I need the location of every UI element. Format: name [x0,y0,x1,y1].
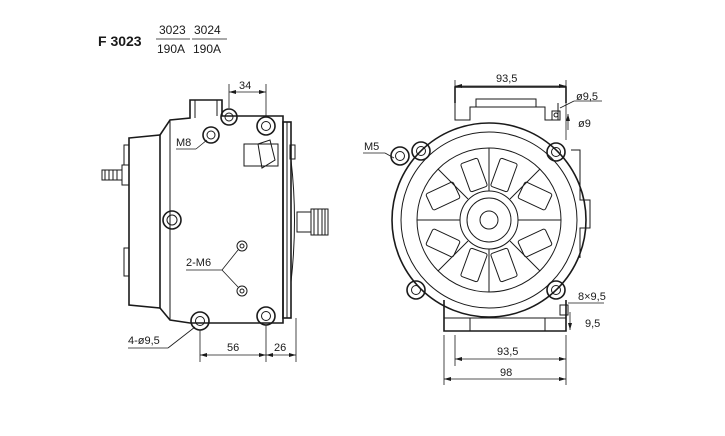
ear-bottom-left [406,280,426,300]
model-number: F 3023 [98,33,142,49]
dim-overall-width-label: 98 [500,367,512,379]
rear-housing-cap [128,134,161,309]
side-view: 34 M8 2-M6 4-ø9,5 56 26 [101,80,329,362]
dim-56: 56 [199,325,267,362]
slot-size-label: 8×9,5 [578,291,606,303]
fan-inner-ring [459,190,519,250]
ear-bottom-right [546,280,566,300]
terminal-stud [101,164,130,186]
ear-top-left [390,141,431,166]
thread-m8-label: M8 [176,137,191,149]
regulator-bracket [243,139,296,169]
vent-slots [425,157,553,283]
thread-m5-label: M5 [364,141,379,153]
ear-top-right [546,142,566,162]
slot-depth-label: 9,5 [585,318,600,330]
fan-spokes [417,148,561,292]
holes-label: 4-ø9,5 [128,335,160,347]
variant-rating-2: 190A [193,42,221,56]
vent-slot [490,157,518,193]
vent-slot [460,247,488,283]
vent-slot [490,247,518,283]
thread-m6-label: 2-M6 [186,257,211,269]
hole-upper-label: ø9,5 [576,91,598,103]
m8-thread-boss [202,126,220,144]
main-housing [159,99,284,324]
mounting-lug-bottom-left [190,311,210,331]
vent-slot [517,228,553,258]
dim-bottom-93-5: 93,5 [454,335,567,366]
regulator-plate [571,149,591,258]
hole-slot-label: ø9 [578,118,591,130]
mounting-lug-top-right [256,116,276,136]
m6-boss-lower [236,285,248,297]
dim-26-label: 26 [274,342,286,354]
front-view: M5 93,5 ø9,5 ø9 8×9,5 9,5 [363,73,606,385]
vent-slot [425,228,461,258]
hub-ring [466,197,512,243]
title-block: F 3023 3023 190A 3024 190A [98,23,227,56]
top-bracket [454,86,567,140]
vent-slot [460,157,488,193]
mounting-lug-top-left [220,108,238,126]
pulley-shaft [296,208,329,236]
shaft-end [479,210,499,230]
bottom-bracket [443,300,569,332]
dim-top-93-5: 93,5 [454,73,567,88]
variant-code-2: 3024 [194,23,221,37]
side-boss [162,210,182,230]
housing-outer-ring [391,122,587,318]
vent-slot [425,181,461,211]
dim-overall-98: 98 [443,335,567,385]
m6-boss-upper [236,240,248,252]
vent-slot [517,181,553,211]
dim-34: 34 [228,80,267,116]
variant-code-1: 3023 [159,23,186,37]
dim-bottom-width-label: 93,5 [497,346,518,358]
dim-56-label: 56 [227,342,239,354]
dim-26: 26 [266,318,297,362]
variant-rating-1: 190A [157,42,185,56]
housing-inner-ring [400,131,578,309]
dim-34-label: 34 [239,80,251,92]
dim-top-width-label: 93,5 [496,73,517,85]
